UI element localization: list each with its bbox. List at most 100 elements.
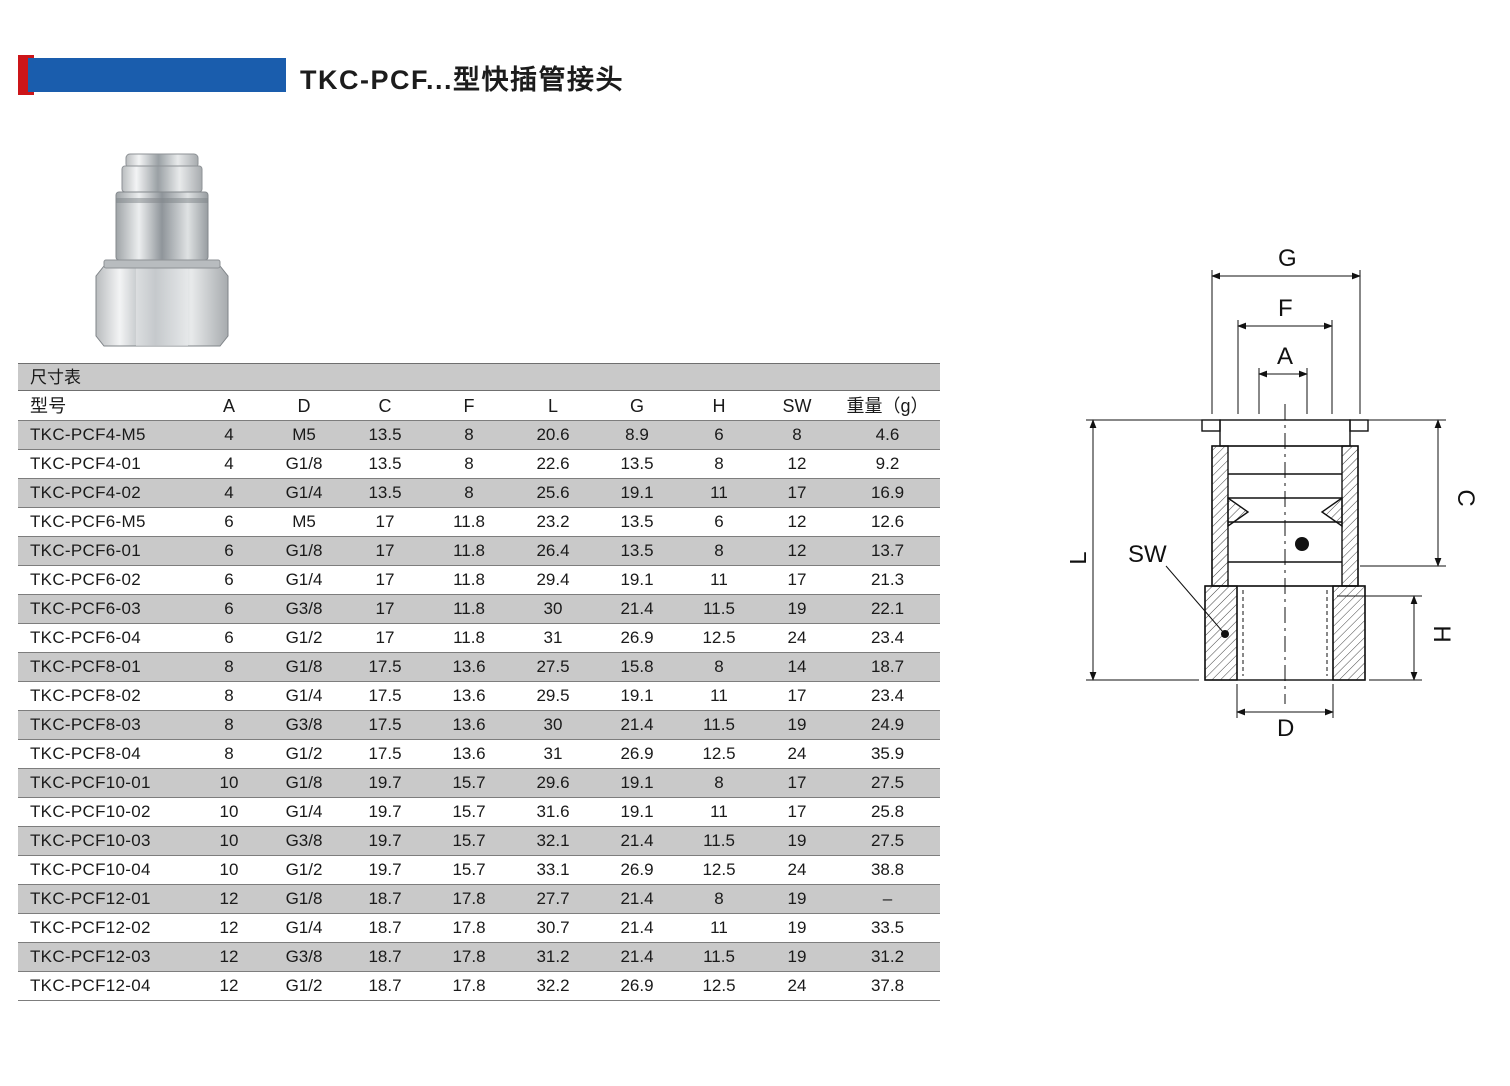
value-cell: 11.5 bbox=[703, 831, 735, 850]
value-cell: M5 bbox=[292, 425, 316, 444]
value-cell: 8 bbox=[224, 686, 234, 705]
value-cell: G3/8 bbox=[285, 831, 323, 850]
model-cell: TKC-PCF10-01 bbox=[30, 773, 151, 792]
value-cell: 31.2 bbox=[870, 947, 905, 966]
value-cell: 24.9 bbox=[870, 715, 905, 734]
value-cell: 17 bbox=[787, 686, 807, 705]
value-cell: 12.5 bbox=[702, 744, 736, 763]
column-header: D bbox=[297, 396, 311, 416]
value-cell: 11 bbox=[710, 686, 728, 705]
value-cell: 17 bbox=[375, 570, 395, 589]
value-cell: 11.8 bbox=[453, 628, 485, 647]
value-cell: 17 bbox=[375, 599, 395, 618]
value-cell: 19.1 bbox=[620, 773, 654, 792]
value-cell: 17.5 bbox=[368, 657, 402, 676]
dim-label-c: C bbox=[1452, 489, 1479, 506]
value-cell: 8 bbox=[224, 657, 234, 676]
value-cell: 8 bbox=[714, 657, 724, 676]
value-cell: 17 bbox=[375, 628, 395, 647]
value-cell: 9.2 bbox=[875, 454, 900, 473]
value-cell: 19.1 bbox=[620, 802, 654, 821]
value-cell: 21.4 bbox=[620, 831, 654, 850]
value-cell: 17.5 bbox=[368, 744, 402, 763]
value-cell: 18.7 bbox=[368, 976, 402, 995]
value-cell: 17 bbox=[375, 541, 395, 560]
value-cell: 35.9 bbox=[870, 744, 905, 763]
model-cell: TKC-PCF10-03 bbox=[30, 831, 151, 850]
value-cell: 30 bbox=[543, 599, 563, 618]
value-cell: 8 bbox=[464, 425, 474, 444]
value-cell: 19.1 bbox=[620, 570, 654, 589]
value-cell: 15.7 bbox=[452, 802, 486, 821]
value-cell: 15.7 bbox=[452, 831, 486, 850]
value-cell: 6 bbox=[714, 425, 724, 444]
column-header: G bbox=[629, 396, 644, 416]
value-cell: 22.6 bbox=[536, 454, 570, 473]
value-cell: 18.7 bbox=[368, 918, 402, 937]
value-cell: 23.4 bbox=[870, 628, 905, 647]
value-cell: 4 bbox=[224, 454, 234, 473]
value-cell: 18.7 bbox=[870, 657, 905, 676]
value-cell: 11 bbox=[710, 802, 728, 821]
column-header: A bbox=[222, 396, 235, 416]
value-cell: 29.6 bbox=[536, 773, 570, 792]
value-cell: 37.8 bbox=[870, 976, 905, 995]
column-header: L bbox=[547, 396, 558, 416]
value-cell: G3/8 bbox=[285, 599, 323, 618]
value-cell: 12.5 bbox=[702, 628, 736, 647]
value-cell: G1/2 bbox=[285, 860, 323, 879]
model-cell: TKC-PCF8-01 bbox=[30, 657, 141, 676]
model-cell: TKC-PCF12-04 bbox=[30, 976, 151, 995]
value-cell: 17.8 bbox=[452, 976, 486, 995]
value-cell: 11.8 bbox=[453, 541, 485, 560]
value-cell: 8 bbox=[714, 454, 724, 473]
value-cell: 13.7 bbox=[870, 541, 905, 560]
value-cell: 27.7 bbox=[536, 889, 570, 908]
value-cell: 12.6 bbox=[870, 512, 905, 531]
value-cell: 12 bbox=[219, 976, 239, 995]
value-cell: 19 bbox=[787, 831, 807, 850]
value-cell: 8 bbox=[464, 483, 474, 502]
model-cell: TKC-PCF6-01 bbox=[30, 541, 141, 560]
value-cell: 31.6 bbox=[536, 802, 570, 821]
dim-label-h: H bbox=[1428, 625, 1455, 642]
value-cell: 38.8 bbox=[870, 860, 905, 879]
value-cell: 17.8 bbox=[452, 889, 486, 908]
value-cell: 8 bbox=[792, 425, 802, 444]
value-cell: 33.5 bbox=[870, 918, 905, 937]
value-cell: G1/4 bbox=[285, 918, 323, 937]
value-cell: 21.4 bbox=[620, 918, 654, 937]
value-cell: 13.6 bbox=[452, 657, 486, 676]
column-header: C bbox=[378, 396, 392, 416]
model-cell: TKC-PCF8-03 bbox=[30, 715, 141, 734]
value-cell: 13.6 bbox=[452, 715, 486, 734]
cross-section-drawing: G F A L C H SW D bbox=[1065, 245, 1479, 742]
value-cell: G1/8 bbox=[285, 541, 323, 560]
dim-label-d: D bbox=[1277, 715, 1294, 742]
value-cell: 24 bbox=[787, 976, 807, 995]
value-cell: 13.6 bbox=[452, 744, 486, 763]
value-cell: 12.5 bbox=[702, 860, 736, 879]
value-cell: 15.8 bbox=[620, 657, 654, 676]
value-cell: 13.5 bbox=[620, 512, 654, 531]
value-cell: 15.7 bbox=[452, 773, 486, 792]
value-cell: 17.8 bbox=[452, 918, 486, 937]
value-cell: G1/8 bbox=[285, 454, 323, 473]
value-cell: 26.9 bbox=[620, 976, 654, 995]
value-cell: 19 bbox=[787, 947, 807, 966]
value-cell: 12 bbox=[787, 454, 807, 473]
value-cell: 13.5 bbox=[620, 541, 654, 560]
column-header: 重量（g） bbox=[846, 396, 929, 416]
value-cell: 8 bbox=[714, 773, 724, 792]
value-cell: 25.8 bbox=[870, 802, 905, 821]
value-cell: 20.6 bbox=[536, 425, 570, 444]
value-cell: 11.8 bbox=[453, 512, 485, 531]
model-cell: TKC-PCF6-02 bbox=[30, 570, 141, 589]
